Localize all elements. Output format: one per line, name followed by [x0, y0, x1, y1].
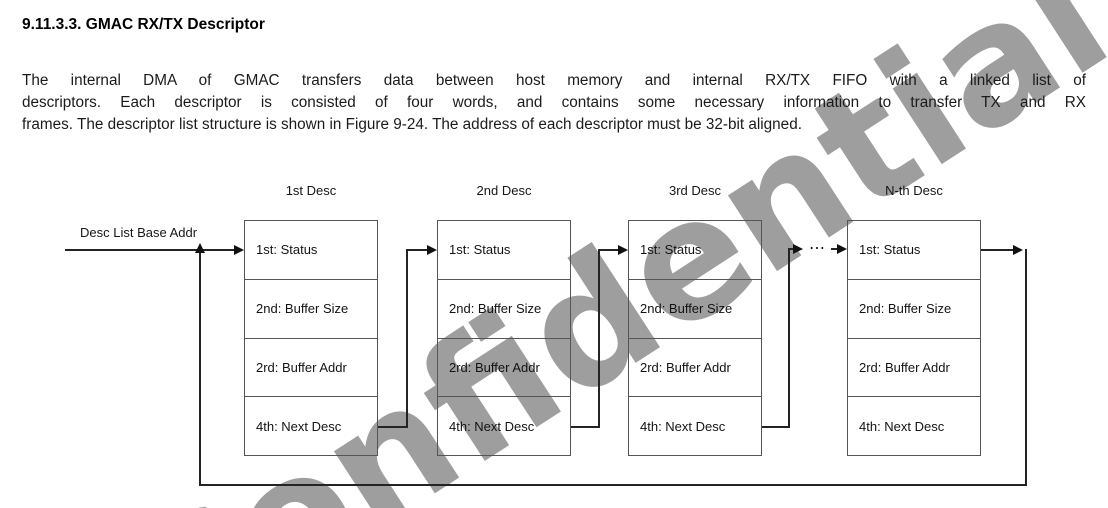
connector-line — [788, 248, 795, 250]
loopback-line — [981, 249, 1015, 251]
base-addr-line — [65, 249, 235, 251]
connector-line — [378, 426, 408, 428]
connector-arrow-icon — [427, 245, 437, 255]
connector-line — [406, 249, 408, 428]
desc-row-buffer-addr: 2rd: Buffer Addr — [438, 339, 570, 398]
paragraph-line: frames. The descriptor list structure is… — [22, 116, 802, 133]
base-addr-arrow-icon — [234, 245, 244, 255]
desc-row-status: 1st: Status — [848, 221, 980, 280]
desc-row-next-desc: 4th: Next Desc — [640, 418, 726, 434]
connector-line — [598, 249, 600, 428]
desc-row-buffer-addr: 2rd: Buffer Addr — [848, 339, 980, 398]
ellipsis-dots: ⋯ — [809, 240, 825, 257]
connector-line — [598, 249, 620, 251]
descriptor-box-2: 1st: Status 2nd: Buffer Size 2rd: Buffer… — [437, 220, 571, 456]
descriptor-box-3: 1st: Status 2nd: Buffer Size 2rd: Buffer… — [628, 220, 762, 456]
desc-row-next-desc: 4th: Next Desc — [449, 418, 535, 434]
desc-row-next-desc: 4th: Next Desc — [256, 418, 342, 434]
desc-row-buffer-size: 2nd: Buffer Size — [848, 280, 980, 339]
desc-title-1: 1st Desc — [285, 183, 337, 198]
loopback-line — [199, 251, 201, 485]
desc-list-base-addr-label: Desc List Base Addr — [80, 225, 198, 240]
section-heading: 9.11.3.3. GMAC RX/TX Descriptor — [22, 16, 265, 33]
desc-row-buffer-size: 2nd: Buffer Size — [438, 280, 570, 339]
loopback-line — [1025, 249, 1027, 486]
connector-arrow-icon — [837, 244, 847, 254]
desc-row-buffer-size: 2nd: Buffer Size — [629, 280, 761, 339]
descriptor-box-1: 1st: Status 2nd: Buffer Size 2rd: Buffer… — [244, 220, 378, 456]
connector-line — [788, 248, 790, 428]
desc-row-status: 1st: Status — [629, 221, 761, 280]
desc-row-next-desc: 4th: Next Desc — [859, 418, 945, 434]
descriptor-box-n: 1st: Status 2nd: Buffer Size 2rd: Buffer… — [847, 220, 981, 456]
desc-title-2: 2nd Desc — [476, 183, 532, 198]
loopback-arrow-icon — [1013, 245, 1023, 255]
paragraph-line: descriptors. Each descriptor is consiste… — [22, 94, 1086, 111]
loopback-line — [199, 484, 1027, 486]
desc-title-n: N-th Desc — [885, 183, 943, 198]
connector-arrow-icon — [793, 244, 803, 254]
connector-line — [762, 426, 790, 428]
desc-row-buffer-size: 2nd: Buffer Size — [245, 280, 377, 339]
connector-arrow-icon — [618, 245, 628, 255]
connector-line — [406, 249, 429, 251]
desc-row-buffer-addr: 2rd: Buffer Addr — [245, 339, 377, 398]
desc-row-status: 1st: Status — [245, 221, 377, 280]
desc-title-3: 3rd Desc — [668, 183, 722, 198]
body-paragraph: The internal DMA of GMAC transfers data … — [22, 70, 1086, 136]
desc-row-buffer-addr: 2rd: Buffer Addr — [629, 339, 761, 398]
loopback-up-arrow-icon — [195, 243, 205, 253]
connector-line — [571, 426, 600, 428]
connector-line — [831, 248, 839, 250]
paragraph-line: The internal DMA of GMAC transfers data … — [22, 72, 1086, 89]
desc-row-status: 1st: Status — [438, 221, 570, 280]
